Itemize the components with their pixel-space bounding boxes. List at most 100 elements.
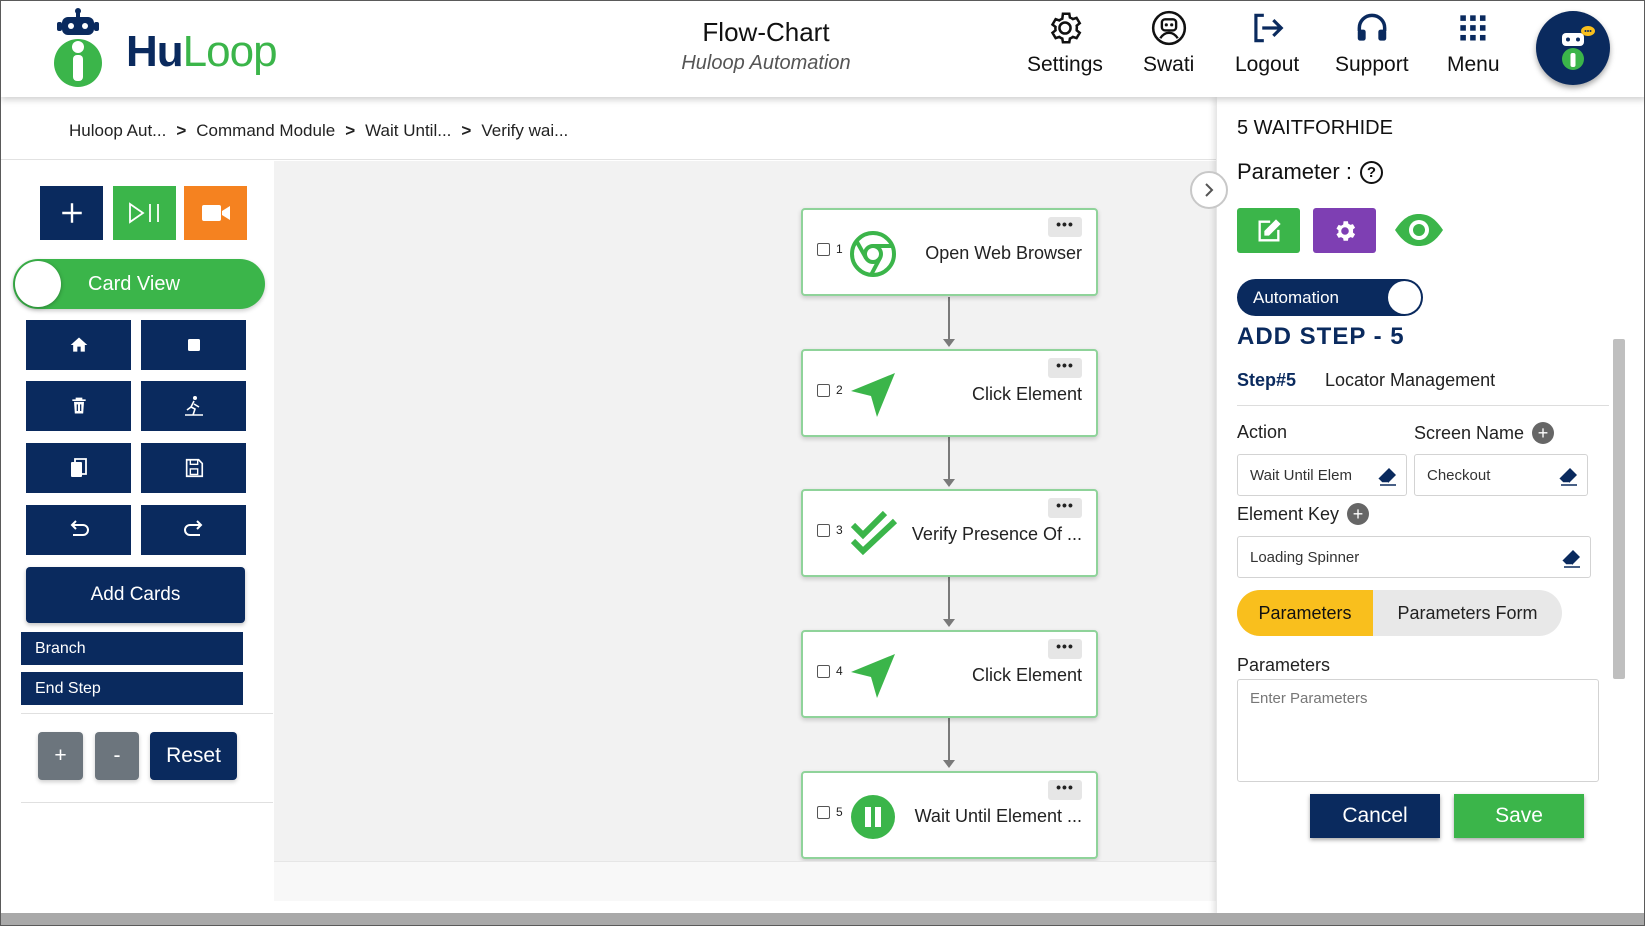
card-checkbox[interactable] (817, 665, 830, 678)
running-person-icon (184, 396, 203, 416)
element-key-label: Element Key + (1237, 503, 1370, 525)
add-screen-icon[interactable]: + (1532, 422, 1555, 444)
flow-card-2[interactable]: 2 Click Element ••• (801, 349, 1098, 437)
automation-toggle[interactable]: Automation (1237, 279, 1423, 316)
nav-settings[interactable]: Settings (1027, 9, 1103, 77)
eraser-icon[interactable] (1557, 466, 1579, 486)
skip-button[interactable] (141, 381, 246, 431)
card-menu-button[interactable]: ••• (1048, 780, 1082, 800)
flow-card-4[interactable]: 4 Click Element ••• (801, 630, 1098, 718)
preview-button[interactable] (1393, 208, 1445, 253)
screen-name-label-text: Screen Name (1414, 422, 1525, 443)
connector-line (948, 297, 950, 339)
zoom-out-button[interactable]: - (95, 732, 139, 780)
tab-parameters[interactable]: Parameters (1237, 590, 1373, 636)
card-view-toggle[interactable]: Card View (13, 259, 265, 309)
nav-menu[interactable]: Menu (1447, 9, 1500, 77)
nav-support[interactable]: Support (1335, 9, 1409, 77)
edit-button[interactable] (1237, 208, 1300, 253)
action-label: Action (1237, 422, 1287, 443)
home-button[interactable] (26, 320, 131, 370)
assistant-avatar[interactable] (1536, 11, 1610, 85)
reset-button[interactable]: Reset (150, 732, 237, 780)
breadcrumb-item-4[interactable]: Verify wai... (481, 121, 569, 140)
play-pause-button[interactable] (113, 186, 176, 240)
card-menu-button[interactable]: ••• (1048, 498, 1082, 518)
card-menu-button[interactable]: ••• (1048, 639, 1082, 659)
flow-card-3[interactable]: 3 Verify Presence Of ... ••• (801, 489, 1098, 577)
card-number: 3 (836, 523, 843, 537)
robot-mascot-icon (54, 8, 102, 87)
action-label-text: Action (1237, 422, 1288, 442)
chrome-icon (850, 231, 896, 277)
card-checkbox[interactable] (817, 524, 830, 537)
undo-button[interactable] (26, 505, 131, 555)
locator-management-link[interactable]: Locator Management (1325, 370, 1496, 390)
card-menu-button[interactable]: ••• (1048, 358, 1082, 378)
parameters-tab-switch: Parameters Parameters Form (1237, 590, 1562, 636)
parameters-placeholder: Enter Parameters (1250, 690, 1368, 707)
nav-support-label: Support (1335, 53, 1409, 76)
nav-user[interactable]: Swati (1143, 9, 1194, 77)
record-button[interactable] (184, 186, 247, 240)
breadcrumb-item-1[interactable]: Huloop Aut... (69, 121, 167, 140)
parameters-textarea[interactable]: Enter Parameters (1237, 679, 1599, 782)
breadcrumb-chevron-icon: > (345, 121, 356, 140)
eraser-icon[interactable] (1376, 466, 1398, 486)
automation-label: Automation (1253, 288, 1339, 307)
card-number: 4 (836, 664, 843, 678)
nav-settings-label: Settings (1027, 53, 1103, 76)
stop-button[interactable] (141, 320, 246, 370)
card-label: Verify Presence Of ... (911, 524, 1082, 544)
nav-logout-label: Logout (1235, 53, 1300, 76)
canvas-footer (274, 861, 1216, 901)
flow-card-1[interactable]: 1 Open Web Browser ••• (801, 208, 1098, 296)
element-key-field[interactable]: Loading Spinner (1237, 536, 1591, 578)
breadcrumb-item-2[interactable]: Command Module (196, 121, 336, 140)
parameters-label: Parameters (1237, 655, 1330, 676)
step-number: Step#5 (1237, 370, 1297, 390)
save-icon-button[interactable] (141, 443, 246, 493)
card-checkbox[interactable] (817, 384, 830, 397)
branch-button[interactable]: Branch (21, 632, 243, 665)
card-menu-button[interactable]: ••• (1048, 217, 1082, 237)
eraser-icon[interactable] (1560, 548, 1582, 568)
settings-button[interactable] (1313, 208, 1376, 253)
redo-button[interactable] (141, 505, 246, 555)
tab-parameters-form[interactable]: Parameters Form (1397, 602, 1538, 623)
zoom-in-button[interactable]: + (38, 732, 83, 780)
panel-scrollbar[interactable] (1613, 339, 1625, 679)
nav-logout[interactable]: Logout (1235, 9, 1299, 77)
horizontal-scrollbar[interactable] (1, 913, 1644, 925)
add-element-key-icon[interactable]: + (1347, 503, 1370, 525)
huloop-logo[interactable]: HuLoop (53, 3, 323, 93)
breadcrumb-item-3[interactable]: Wait Until... (365, 121, 452, 140)
headset-icon (1357, 13, 1387, 41)
top-header: HuLoop Flow-Chart Huloop Automation Sett… (1, 1, 1644, 97)
end-step-button[interactable]: End Step (21, 672, 243, 705)
connector-line (948, 718, 950, 760)
connector-line (948, 577, 950, 619)
gear-icon (1335, 220, 1355, 241)
cursor-arrow-icon (851, 373, 895, 417)
action-field[interactable]: Wait Until Elem (1237, 454, 1407, 496)
toggle-knob (1388, 281, 1421, 314)
logout-icon (1254, 13, 1284, 43)
help-icon[interactable]: ? (1359, 160, 1383, 184)
card-checkbox[interactable] (817, 243, 830, 256)
chevron-right-icon (1205, 183, 1214, 197)
card-checkbox[interactable] (817, 806, 830, 819)
delete-button[interactable] (26, 381, 131, 431)
flow-card-5[interactable]: 5 Wait Until Element ... ••• (801, 771, 1098, 859)
copy-button[interactable] (26, 443, 131, 493)
parameter-label: Parameter : (1237, 159, 1352, 184)
connector-arrow-icon (943, 479, 955, 487)
save-button[interactable]: Save (1454, 794, 1584, 838)
collapse-panel-button[interactable] (1190, 171, 1228, 209)
cancel-button[interactable]: Cancel (1310, 794, 1440, 838)
screen-name-field[interactable]: Checkout (1414, 454, 1588, 496)
card-label: Click Element (971, 384, 1082, 404)
add-cards-button[interactable]: Add Cards (26, 567, 245, 623)
add-button[interactable] (40, 186, 103, 240)
